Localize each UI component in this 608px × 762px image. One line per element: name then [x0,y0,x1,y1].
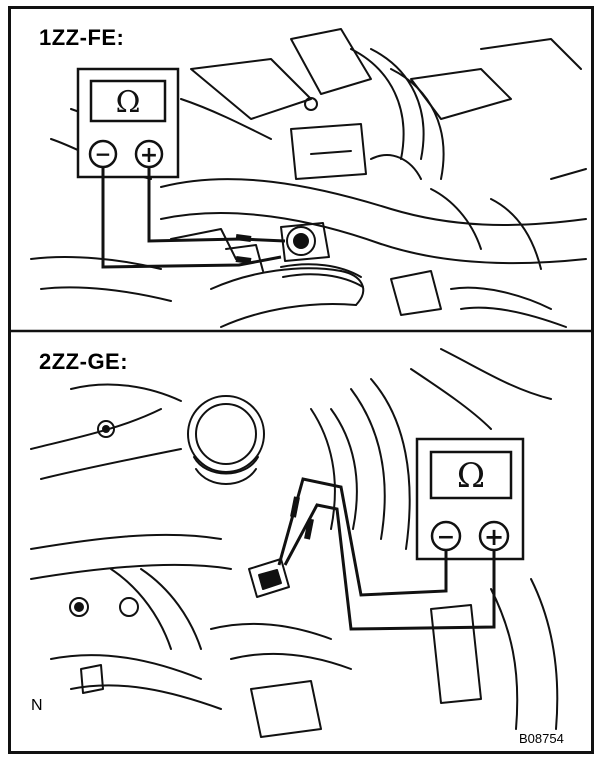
engine-label-1zz-fe: 1ZZ-FE: [39,25,125,50]
top-plus-symbol: + [140,143,158,168]
engine-label-2zz-ge: 2ZZ-GE: [39,349,129,374]
bottom-test-leads [277,477,496,631]
top-test-leads [101,167,286,269]
diagram-drawing: Ω − + [11,28,591,738]
bottom-plus-symbol: + [484,523,504,551]
figure-id: B08754 [519,731,564,746]
bottom-minus-symbol: − [437,525,455,550]
top-minus-symbol: − [95,142,112,166]
diagram-frame: 1ZZ-FE: 2ZZ-GE: N B08754 [8,6,594,754]
top-engine-artwork [30,28,587,328]
top-ohm-symbol: Ω [116,85,141,120]
corner-mark: N [31,697,43,714]
bottom-ohm-symbol: Ω [457,456,485,496]
bottom-engine-artwork [30,348,559,738]
